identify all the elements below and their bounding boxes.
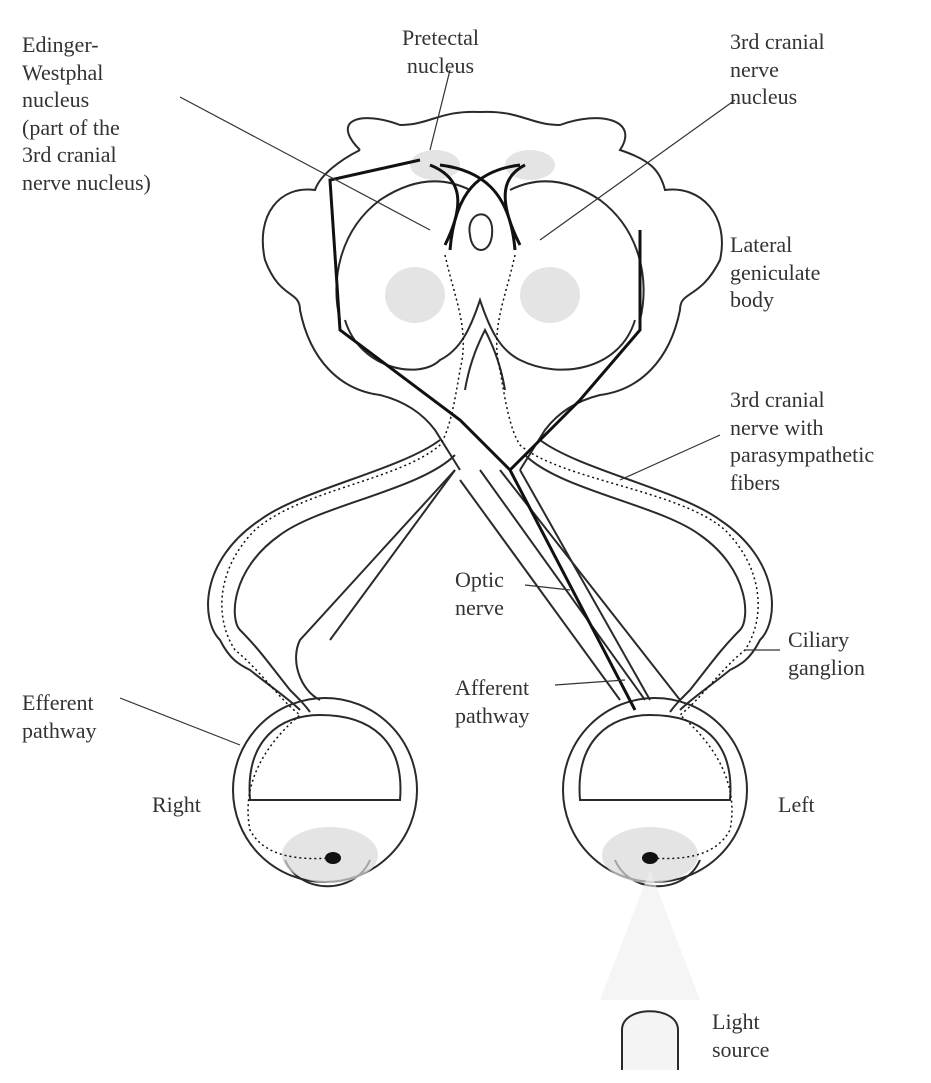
right-pupil bbox=[325, 852, 341, 864]
label-line: (part of the bbox=[22, 114, 120, 140]
label-line: Westphal bbox=[22, 59, 104, 85]
right-lgb bbox=[385, 267, 445, 323]
label-line: Edinger- bbox=[22, 32, 99, 57]
optic-nerve-left bbox=[459, 469, 646, 701]
crossing-fibers bbox=[429, 163, 526, 251]
right-eye-label: Right bbox=[152, 792, 201, 817]
left-eye-label: Left bbox=[778, 792, 815, 817]
label-line: pathway bbox=[22, 717, 97, 743]
label-line: ganglion bbox=[788, 654, 865, 680]
label-line: Ciliary bbox=[788, 627, 850, 652]
light-beam bbox=[600, 870, 700, 1000]
label-line: Pretectal bbox=[402, 25, 479, 50]
label-line: Efferent bbox=[22, 690, 94, 715]
label-line: nerve bbox=[455, 594, 504, 620]
label-line: Lateral bbox=[730, 232, 793, 257]
label-line: 3rd cranial bbox=[730, 29, 825, 54]
efferent-nerve-left bbox=[524, 439, 773, 713]
right-retina bbox=[248, 713, 402, 801]
label-line: nucleus bbox=[406, 52, 475, 78]
label-line: geniculate bbox=[730, 259, 821, 285]
efferent-dotted-right bbox=[221, 254, 464, 860]
label-line: pathway bbox=[455, 702, 530, 728]
label-line: fibers bbox=[730, 469, 781, 495]
label-line: nerve with bbox=[730, 414, 824, 440]
left-retina bbox=[578, 713, 732, 801]
label-line: source bbox=[712, 1036, 770, 1062]
label-line: 3rd cranial bbox=[22, 142, 117, 167]
label-line: body bbox=[730, 287, 774, 312]
edinger-leader bbox=[179, 96, 431, 231]
label-line: nucleus bbox=[730, 84, 798, 109]
midbrain-outline bbox=[261, 110, 723, 471]
label-line: Afferent bbox=[455, 675, 530, 700]
third-nerve-leader bbox=[619, 434, 721, 481]
label-line: Optic bbox=[455, 567, 504, 592]
label-line: 3rd cranial bbox=[730, 387, 825, 412]
label-line: nerve nucleus) bbox=[22, 169, 151, 195]
label-line: Light bbox=[712, 1009, 760, 1034]
efferent-leader bbox=[119, 697, 241, 746]
pretectal-leader bbox=[429, 69, 451, 151]
light-source bbox=[621, 1010, 679, 1070]
left-lgb bbox=[520, 267, 580, 323]
pretectal-left bbox=[505, 150, 555, 180]
afferent-path bbox=[328, 158, 642, 711]
label-line: nerve bbox=[730, 56, 779, 82]
ventricle bbox=[464, 327, 506, 391]
optic-tract-left bbox=[329, 469, 651, 701]
third-nucleus-leader bbox=[539, 99, 736, 241]
left-pupil bbox=[642, 852, 658, 864]
pretectal-right bbox=[410, 150, 460, 180]
optic-leader bbox=[524, 584, 571, 591]
efferent-nerve-right bbox=[207, 439, 456, 713]
label-line: parasympathetic bbox=[730, 442, 875, 467]
label-line: nucleus bbox=[22, 87, 90, 112]
afferent-leader bbox=[554, 679, 626, 686]
aqueduct bbox=[468, 213, 494, 251]
